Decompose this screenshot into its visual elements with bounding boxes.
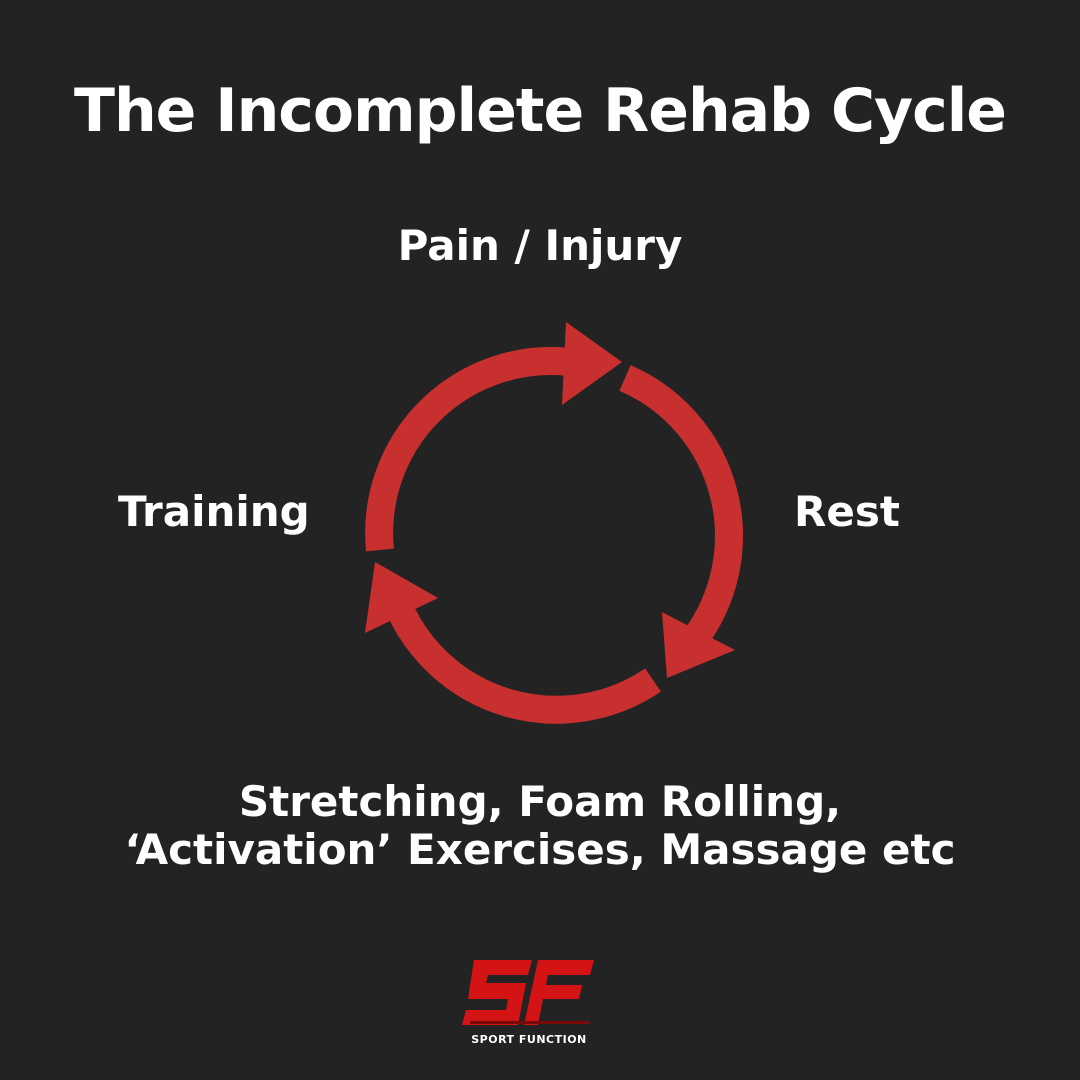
arc-bottom-arrow xyxy=(365,562,661,724)
diagram-title: The Incomplete Rehab Cycle xyxy=(74,76,1007,146)
arc-top-stroke xyxy=(365,346,572,552)
sport-function-logo xyxy=(462,960,594,1025)
node-bottom-line-1: Stretching, Foam Rolling, xyxy=(238,777,842,826)
node-bottom-line-2: ‘Activation’ Exercises, Massage etc xyxy=(124,825,956,875)
arrowhead-bottom-icon xyxy=(365,562,438,633)
arrowhead-right-icon xyxy=(662,612,735,678)
arc-right-arrow xyxy=(619,365,743,678)
logo-wordmark: SPORT FUNCTION xyxy=(471,1033,587,1046)
cycle-arrows xyxy=(365,322,743,724)
node-rest: Rest xyxy=(794,487,900,536)
logo-f-letter xyxy=(524,960,594,1025)
arc-bottom-stroke xyxy=(385,599,661,724)
node-stretching-foam-rolling: Stretching, Foam Rolling, ‘Activation’ E… xyxy=(0,777,1080,875)
node-training: Training xyxy=(118,487,310,536)
arrowhead-top-icon xyxy=(562,322,622,405)
logo-s-letter xyxy=(462,960,532,1025)
node-pain-injury: Pain / Injury xyxy=(397,221,683,270)
arc-top-arrow xyxy=(365,322,622,552)
arc-right-stroke xyxy=(619,365,743,654)
